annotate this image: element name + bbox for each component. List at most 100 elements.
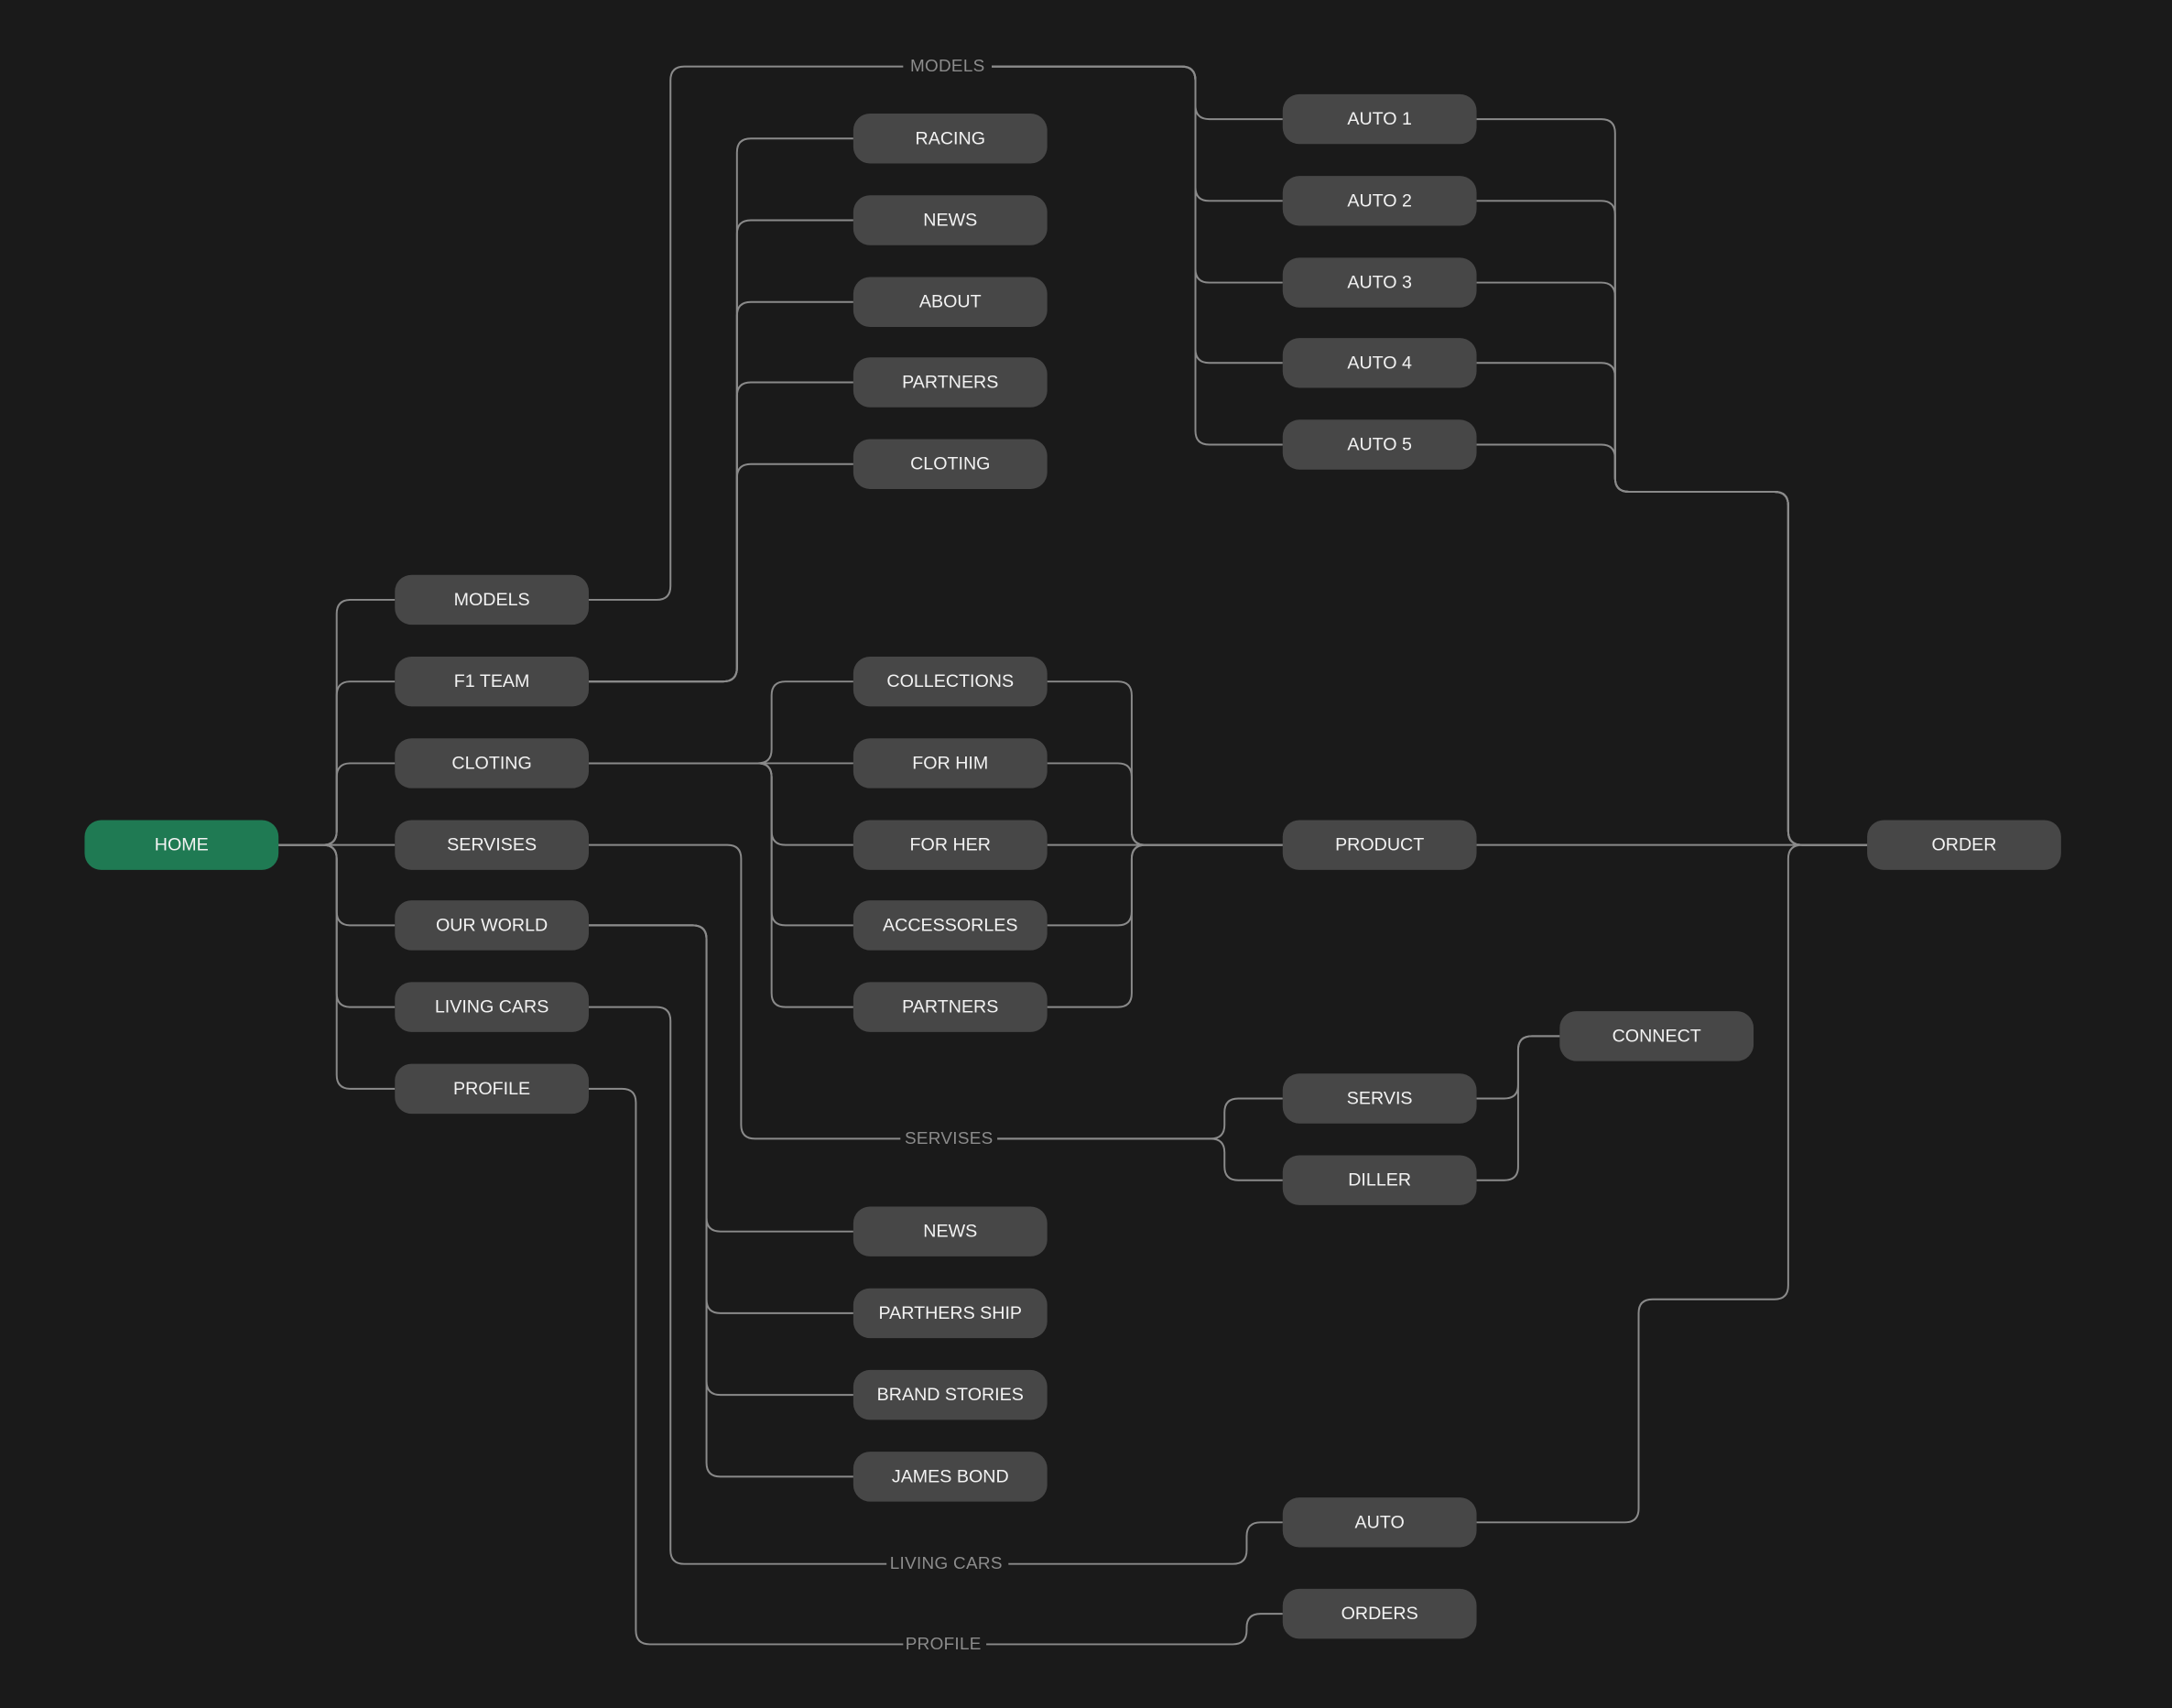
connector-line [588, 1087, 904, 1646]
connector-line [588, 219, 853, 683]
node-box[interactable] [395, 738, 589, 789]
node-news1[interactable]: NEWS [853, 195, 1048, 245]
node-box[interactable] [1282, 1073, 1477, 1124]
node-orders[interactable]: ORDERS [1282, 1588, 1477, 1639]
node-servises[interactable]: SERVISES [395, 820, 589, 870]
connector-line [986, 1613, 1283, 1646]
node-box[interactable] [395, 820, 589, 870]
node-jamesbond[interactable]: JAMES BOND [853, 1452, 1048, 1502]
node-box[interactable] [853, 1452, 1048, 1502]
node-box[interactable] [1282, 93, 1477, 145]
node-box[interactable] [853, 195, 1048, 245]
node-partners2[interactable]: PARTNERS [853, 982, 1048, 1032]
node-servis[interactable]: SERVIS [1282, 1073, 1477, 1124]
node-box[interactable] [853, 277, 1048, 327]
node-box[interactable] [1282, 257, 1477, 308]
connector-line [588, 65, 904, 601]
node-box[interactable] [395, 656, 589, 707]
node-forher[interactable]: FOR HER [853, 820, 1048, 870]
node-racing[interactable]: RACING [853, 114, 1048, 164]
node-box[interactable] [853, 820, 1048, 870]
node-box[interactable] [853, 114, 1048, 164]
node-cloting2[interactable]: CLOTING [853, 439, 1048, 489]
node-auto[interactable]: AUTO [1282, 1497, 1477, 1548]
connector-line [588, 381, 853, 683]
node-box[interactable] [853, 357, 1048, 408]
node-about[interactable]: ABOUT [853, 277, 1048, 327]
node-parthersship[interactable]: PARTHERS SHIP [853, 1288, 1048, 1339]
node-label: RACING [916, 128, 985, 148]
node-profile[interactable]: PROFILE [395, 1063, 589, 1115]
node-box[interactable] [1867, 820, 2061, 870]
connector-line [992, 65, 1283, 284]
node-label: AUTO 3 [1347, 273, 1412, 293]
node-diller[interactable]: DILLER [1282, 1155, 1477, 1205]
node-box[interactable] [1282, 1588, 1477, 1639]
node-label: SERVISES [447, 835, 537, 855]
node-f1team[interactable]: F1 TEAM [395, 656, 589, 707]
node-box[interactable] [84, 820, 279, 870]
node-auto1[interactable]: AUTO 1 [1282, 93, 1477, 145]
node-box[interactable] [1282, 1155, 1477, 1205]
node-livingcars[interactable]: LIVING CARS [395, 982, 589, 1032]
connector-line [588, 680, 853, 765]
connector-line [588, 762, 853, 1008]
node-label: LIVING CARS [435, 997, 549, 1017]
edge-label-models: MODELS [910, 57, 985, 76]
node-label: ORDER [1931, 835, 1996, 855]
connector-line [1476, 362, 1868, 846]
node-box[interactable] [1282, 820, 1477, 870]
node-label: MODELS [454, 590, 530, 610]
node-auto3[interactable]: AUTO 3 [1282, 257, 1477, 308]
node-auto2[interactable]: AUTO 2 [1282, 176, 1477, 226]
node-label: OUR WORLD [436, 915, 548, 935]
node-cloting[interactable]: CLOTING [395, 738, 589, 789]
connector-line [992, 65, 1283, 121]
node-forhim[interactable]: FOR HIM [853, 738, 1048, 789]
node-box[interactable] [395, 574, 589, 626]
node-partners1[interactable]: PARTNERS [853, 357, 1048, 408]
node-box[interactable] [853, 738, 1048, 789]
node-connect[interactable]: CONNECT [1559, 1011, 1754, 1061]
node-label: NEWS [923, 1222, 977, 1242]
node-box[interactable] [395, 900, 589, 951]
node-box[interactable] [1559, 1011, 1754, 1061]
node-label: AUTO 4 [1347, 353, 1412, 373]
node-ourworld[interactable]: OUR WORLD [395, 900, 589, 951]
node-label: PARTNERS [902, 372, 998, 392]
connector-line [1047, 762, 1283, 846]
edge-label-servises: SERVISES [905, 1129, 994, 1148]
node-box[interactable] [853, 1369, 1048, 1420]
node-order[interactable]: ORDER [1867, 820, 2061, 870]
node-news2[interactable]: NEWS [853, 1206, 1048, 1257]
node-accessorles[interactable]: ACCESSORLES [853, 900, 1048, 951]
node-box[interactable] [395, 1063, 589, 1115]
node-label: ACCESSORLES [883, 915, 1017, 935]
node-label: CLOTING [910, 454, 990, 474]
node-label: AUTO [1355, 1512, 1405, 1532]
node-product[interactable]: PRODUCT [1282, 820, 1477, 870]
node-box[interactable] [1282, 338, 1477, 388]
node-box[interactable] [853, 656, 1048, 707]
node-box[interactable] [1282, 419, 1477, 470]
node-home[interactable]: HOME [84, 820, 279, 870]
node-auto5[interactable]: AUTO 5 [1282, 419, 1477, 470]
node-box[interactable] [395, 982, 589, 1032]
connector-line [588, 924, 853, 1478]
node-label: ABOUT [919, 292, 982, 312]
node-brandstories[interactable]: BRAND STORIES [853, 1369, 1048, 1420]
node-auto4[interactable]: AUTO 4 [1282, 338, 1477, 388]
node-collections[interactable]: COLLECTIONS [853, 656, 1048, 707]
node-box[interactable] [853, 900, 1048, 951]
node-models[interactable]: MODELS [395, 574, 589, 626]
connector-line [1476, 443, 1868, 846]
edge-label-livingcars: LIVING CARS [890, 1554, 1003, 1573]
node-box[interactable] [1282, 176, 1477, 226]
node-box[interactable] [1282, 1497, 1477, 1548]
node-label: HOME [155, 835, 209, 855]
connector-line [278, 762, 396, 846]
node-box[interactable] [853, 1206, 1048, 1257]
node-box[interactable] [853, 982, 1048, 1032]
node-box[interactable] [853, 1288, 1048, 1339]
node-box[interactable] [853, 439, 1048, 489]
